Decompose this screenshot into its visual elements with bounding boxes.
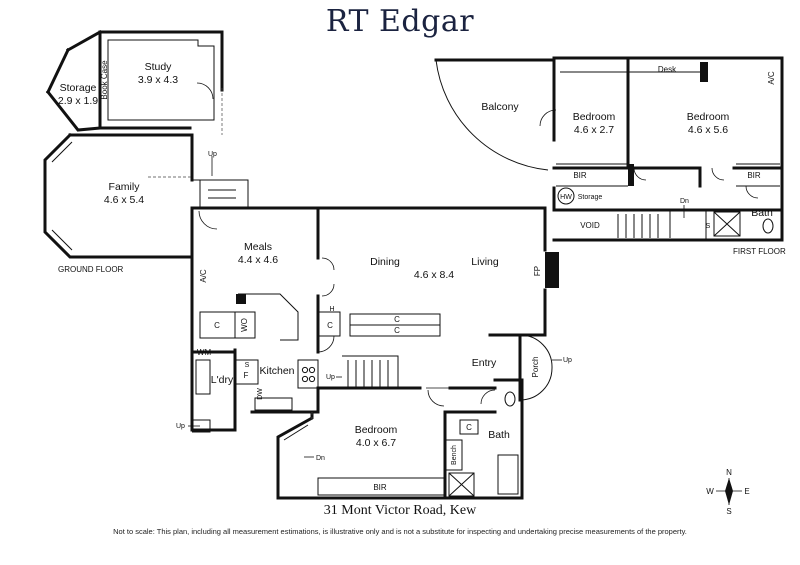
compass-s: S xyxy=(726,507,731,516)
storage-label: Storage xyxy=(60,82,97,94)
family-size: 4.6 x 5.4 xyxy=(104,194,144,206)
storage-size: 2.9 x 1.9 xyxy=(58,95,98,107)
first-floor-walls xyxy=(434,56,784,242)
bedroom-first-small-size: 4.6 x 2.7 xyxy=(574,124,614,136)
room-labels: Study 3.9 x 4.3 Storage 2.9 x 1.9 Book C… xyxy=(58,60,786,492)
ground-floor-label: GROUND FLOOR xyxy=(58,265,124,274)
void-label: VOID xyxy=(580,221,600,230)
fridge-label: F xyxy=(244,371,249,380)
fireplace-label: FP xyxy=(533,266,542,276)
balcony-label: Balcony xyxy=(481,101,519,113)
h-label: H xyxy=(329,306,334,313)
property-address: 31 Mont Victor Road, Kew xyxy=(323,503,477,518)
sink-label: S xyxy=(245,362,250,369)
compass-e: E xyxy=(744,487,749,496)
disclaimer-text: Not to scale: This plan, including all m… xyxy=(113,527,687,536)
closet-lower-label: C xyxy=(394,326,400,335)
compass-icon: N S E W xyxy=(706,468,749,516)
up-label-family: Up xyxy=(208,151,217,158)
bedroom-ground-size: 4.0 x 6.7 xyxy=(356,437,396,449)
closet-bath-label: C xyxy=(466,423,472,432)
laundry-label: L'dry xyxy=(211,374,234,386)
meals-size: 4.4 x 4.6 xyxy=(238,254,278,266)
doors-and-arrows xyxy=(188,82,562,458)
ac-first-label: A/C xyxy=(767,71,776,85)
ac-ground-label: A/C xyxy=(199,269,208,283)
bedroom-first-large-size: 4.6 x 5.6 xyxy=(688,124,728,136)
compass-w: W xyxy=(706,487,714,496)
closet-hall-label: C xyxy=(327,321,333,330)
bench-label: Bench xyxy=(451,445,458,465)
dn-label-bedroom: Dn xyxy=(316,455,325,462)
desk-label: Desk xyxy=(658,65,677,74)
wall-oven-label: WO xyxy=(240,318,249,332)
bir-first-large-label: BIR xyxy=(747,171,761,180)
study-size: 3.9 x 4.3 xyxy=(138,74,178,86)
compass-n: N xyxy=(726,468,732,477)
entry-label: Entry xyxy=(472,357,497,369)
hot-water-label: HW xyxy=(560,194,572,201)
kitchen-label: Kitchen xyxy=(259,365,294,377)
up-label-stairs: Up xyxy=(326,374,335,381)
closet-upper-label: C xyxy=(394,315,400,324)
dining-label: Dining xyxy=(370,256,400,268)
bir-first-small-label: BIR xyxy=(573,171,587,180)
brand-logo: RT Edgar xyxy=(325,4,475,39)
washing-machine-label: WM xyxy=(197,348,212,357)
dishwasher-label: DW xyxy=(257,388,264,400)
first-floor-label: FIRST FLOOR xyxy=(733,247,786,256)
dining-living-size: 4.6 x 8.4 xyxy=(414,269,454,281)
porch-label: Porch xyxy=(531,357,540,378)
bedroom-first-large-label: Bedroom xyxy=(687,111,730,123)
up-label-porch: Up xyxy=(563,357,572,364)
bedroom-first-small-label: Bedroom xyxy=(573,111,616,123)
bedroom-ground-label: Bedroom xyxy=(355,424,398,436)
study-label: Study xyxy=(145,61,173,73)
up-label-laundry: Up xyxy=(176,423,185,430)
bath-first-label: Bath xyxy=(751,207,773,219)
shower-label: S xyxy=(706,223,711,230)
storage-first-label: Storage xyxy=(578,194,603,201)
bath-ground-label: Bath xyxy=(488,429,510,441)
meals-label: Meals xyxy=(244,241,272,253)
closet-kitchen-label: C xyxy=(214,321,220,330)
dn-label-first: Dn xyxy=(680,198,689,205)
bir-ground-label: BIR xyxy=(373,483,387,492)
ground-floor-walls xyxy=(43,29,559,500)
family-label: Family xyxy=(109,181,141,193)
living-label: Living xyxy=(471,256,499,268)
book-case-label: Book Case xyxy=(100,60,109,100)
